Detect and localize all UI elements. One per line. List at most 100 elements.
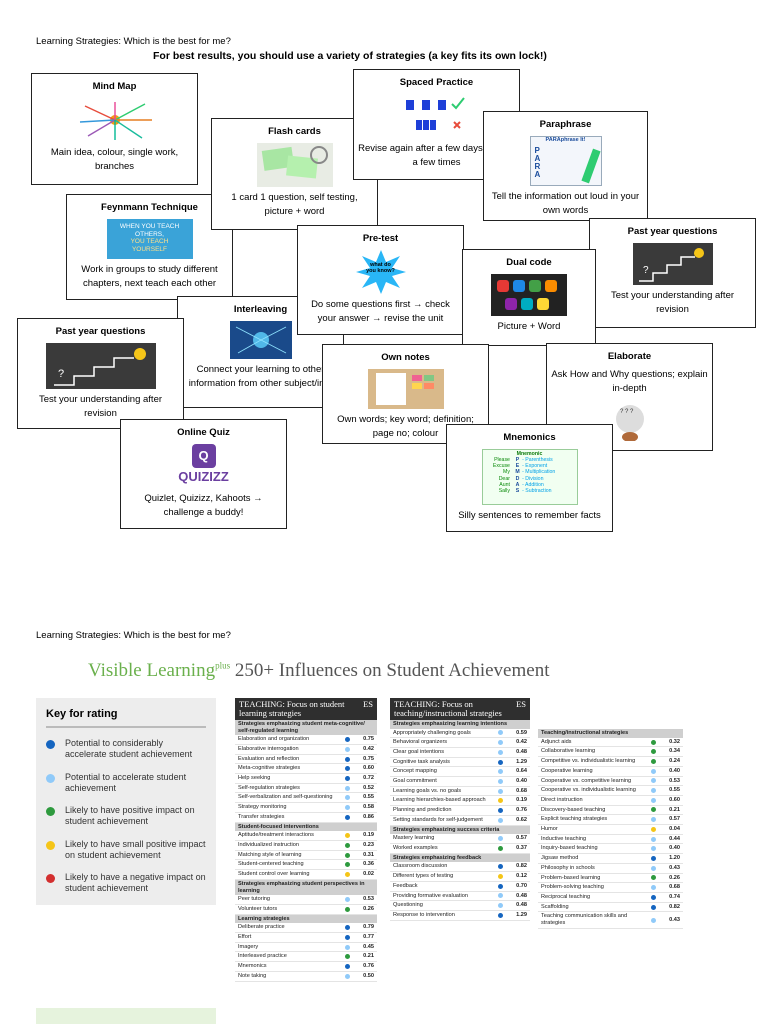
rating-dot-icon xyxy=(651,768,656,774)
card-title: Mnemonics xyxy=(503,432,556,443)
rating-dot-icon xyxy=(498,740,503,746)
rating-dot-icon xyxy=(498,778,503,784)
table-section-header: Strategies emphasizing student perspecti… xyxy=(235,879,377,896)
rating-dot-icon xyxy=(46,840,55,850)
effect-size: 0.02 xyxy=(363,871,374,878)
effect-size: 0.31 xyxy=(363,851,374,858)
rating-dot-icon xyxy=(651,836,656,842)
network-image xyxy=(229,320,292,359)
effect-size: 0.79 xyxy=(363,924,374,931)
effect-size: 0.42 xyxy=(516,739,527,746)
thinking-head-image: ? ? ? xyxy=(615,405,644,442)
influence-name: Different types of testing xyxy=(393,873,454,880)
card-title: Spaced Practice xyxy=(399,77,474,88)
table-row: Inductive teaching 0.44 xyxy=(538,835,683,845)
rating-dot-icon xyxy=(651,894,656,900)
rating-dot-icon xyxy=(651,826,656,832)
card-title: Pre-test xyxy=(362,233,399,244)
flash-cards-image xyxy=(256,142,333,187)
effect-size: 0.52 xyxy=(363,784,374,791)
card-title: Dual code xyxy=(506,257,552,268)
rating-dot-icon xyxy=(498,759,503,765)
effect-size: 0.32 xyxy=(669,738,680,745)
mnemonic-meaning: - Addition xyxy=(522,481,544,488)
influence-name: Elaboration and organization xyxy=(238,736,310,743)
influence-name: Volunteer tutors xyxy=(238,905,278,912)
rating-dot-icon xyxy=(651,749,656,755)
influence-name: Adjunct aids xyxy=(541,738,572,745)
effect-size: 0.44 xyxy=(669,835,680,842)
influence-name: Teaching communication skills and strate… xyxy=(541,913,628,927)
influence-name: Evaluation and reflection xyxy=(238,755,300,762)
table-row: Adjunct aids 0.32 xyxy=(538,738,683,748)
influence-name: Classroom discussion xyxy=(393,863,448,870)
img-text: YOURSELF xyxy=(131,246,168,254)
effect-size: 0.77 xyxy=(363,934,374,941)
influence-name: Cooperative vs. individualistic learning xyxy=(541,787,636,794)
table-section-header: Learning strategies xyxy=(235,914,377,924)
effect-size: 0.36 xyxy=(363,861,374,868)
effect-size: 0.68 xyxy=(516,787,527,794)
mnemonic-word: Sally xyxy=(498,488,510,495)
influence-name: Self-regulation strategies xyxy=(238,784,300,791)
logo-text: QUIZIZZ xyxy=(178,468,229,484)
card-title: Feynmann Technique xyxy=(101,202,198,213)
rating-dot-icon xyxy=(498,817,503,823)
influence-name: Philosophy in schools xyxy=(541,864,595,871)
effect-size: 0.21 xyxy=(363,953,374,960)
mnemonic-meaning: - Exponent xyxy=(522,463,548,470)
rating-dot-icon xyxy=(345,973,350,979)
card-desc: Picture + Word xyxy=(497,320,561,332)
page-title: Learning Strategies: Which is the best f… xyxy=(36,36,231,47)
influence-name: Aptitude/treatment interactions xyxy=(238,832,314,839)
page-subtitle: For best results, you should use a varie… xyxy=(153,50,547,62)
effect-size: 0.26 xyxy=(363,905,374,912)
key-item: Likely to have positive impact on studen… xyxy=(46,805,206,828)
splash-image: what do you know? xyxy=(355,249,406,294)
rating-dot-icon xyxy=(498,845,503,851)
influence-name: Reciprocal teaching xyxy=(541,893,591,900)
table-row: Different types of testing 0.12 xyxy=(390,872,530,882)
influence-name: Planning and prediction xyxy=(393,807,452,814)
table-row: Volunteer tutors 0.26 xyxy=(235,905,377,915)
card-title: Past year questions xyxy=(627,226,718,237)
svg-text:?: ? xyxy=(643,265,649,276)
influence-name: Problem-solving teaching xyxy=(541,884,604,891)
effect-size: 0.55 xyxy=(363,794,374,801)
influence-name: Concept mapping xyxy=(393,768,437,775)
table-row: Self-regulation strategies 0.52 xyxy=(235,784,377,794)
influence-name: Deliberate practice xyxy=(238,924,285,931)
influence-name: Feedback xyxy=(393,882,418,889)
mnemonic-meaning: - Multiplication xyxy=(522,469,556,476)
stairs-bulb-image: ? xyxy=(45,342,156,389)
card-desc: Tell the information out loud in your ow… xyxy=(491,190,640,216)
influence-name: Mnemonics xyxy=(238,963,267,970)
table-section-header: Student-focused interventions xyxy=(235,822,377,832)
card-desc: Ask How and Why questions; explain in-de… xyxy=(551,368,708,394)
influence-name: Humor xyxy=(541,826,558,833)
page-title-2: Learning Strategies: Which is the best f… xyxy=(36,630,231,641)
influence-name: Inductive teaching xyxy=(541,835,587,842)
effect-size: 0.75 xyxy=(363,755,374,762)
card-mind-map: Mind Map Main idea, colour, single work,… xyxy=(31,73,198,185)
card-desc: Do some questions first → check your ans… xyxy=(311,298,450,324)
rating-dot-icon xyxy=(498,873,503,879)
influence-name: Response to intervention xyxy=(393,911,455,918)
effect-size: 0.12 xyxy=(516,873,527,880)
table-teaching-strategies: TEACHING: Focus on teaching/instructiona… xyxy=(390,698,530,921)
rating-dot-icon xyxy=(345,805,350,811)
